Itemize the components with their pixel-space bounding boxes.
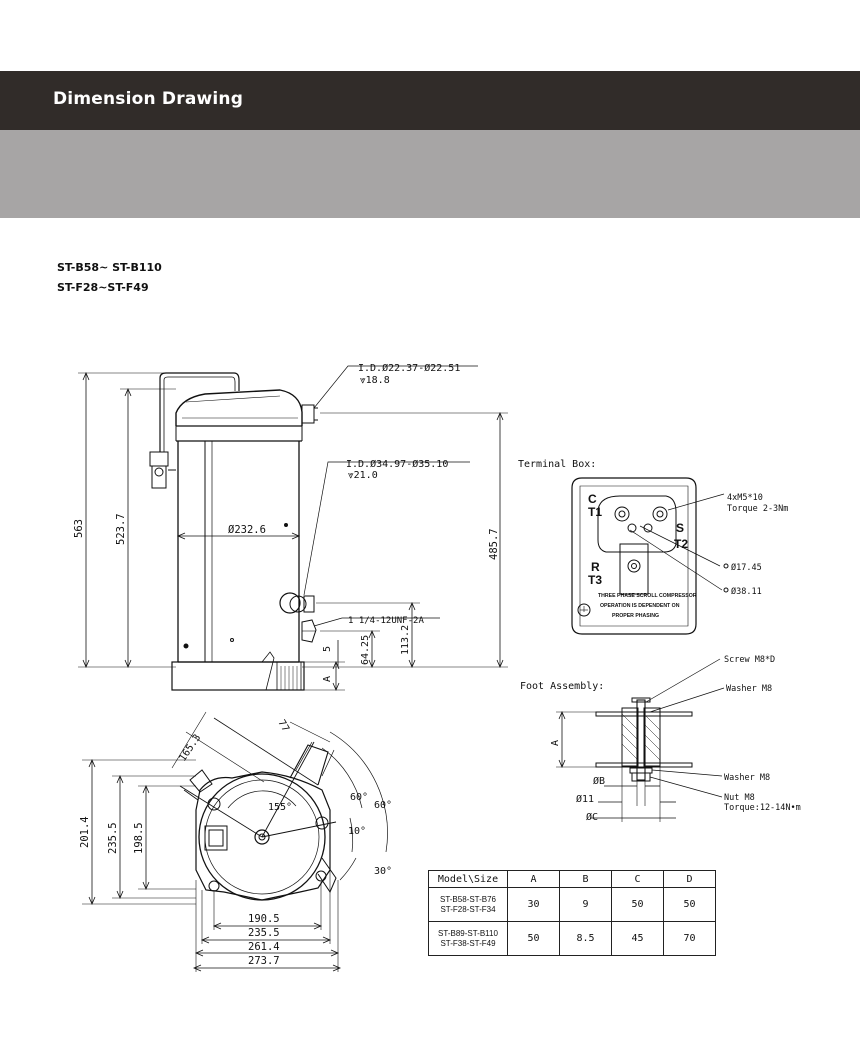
dim-563: 563 (73, 519, 85, 538)
table-cell-model: ST-B58-ST-B76 ST-F28-ST-F34 (428, 887, 508, 922)
terminal-label-t3: T3 (588, 573, 602, 587)
terminal-label-t1: T1 (588, 505, 602, 519)
table-cell-a: 50 (507, 921, 560, 956)
model-range-2: ST-F28~ST-F49 (57, 281, 149, 294)
foot-screw-label: Screw M8*D (724, 655, 775, 665)
dim-a-side: A (322, 676, 333, 682)
foot-assembly-title: Foot Assembly: (520, 681, 604, 692)
foot-nut-torque: Torque:12-14N•m (724, 803, 801, 813)
compressor-top-view (82, 711, 388, 972)
dim-165-3: 165.3 (177, 733, 203, 764)
table-header-d: D (663, 870, 716, 888)
model-name-line-1: ST-B89-ST-B110 (438, 928, 498, 938)
suction-id-label: I.D.Ø22.37-Ø22.51 (358, 362, 460, 374)
dim-523-7: 523.7 (115, 513, 127, 545)
table-cell-c: 45 (611, 921, 664, 956)
table-header-c: C (611, 870, 664, 888)
terminal-label-s: S (676, 521, 684, 535)
thread-label: 1 1/4-12UNF-2A (348, 616, 424, 626)
angle-30: 30° (374, 866, 392, 877)
model-range-1: ST-B58~ ST-B110 (57, 261, 162, 274)
table-header-model: Model\Size (428, 870, 508, 888)
table-header-a: A (507, 870, 560, 888)
dim-273-7: 273.7 (248, 955, 280, 967)
suction-depth-label: ⩔18.8 (360, 375, 390, 386)
angle-155: 155° (268, 802, 292, 813)
model-name-line-1: ST-B58-ST-B76 (439, 894, 497, 904)
dim-77: 77 (275, 718, 291, 734)
angle-60-outer: 60° (374, 800, 392, 811)
header-bar: Dimension Drawing (0, 71, 860, 130)
compressor-side-view (78, 365, 508, 692)
terminal-box-view (571, 477, 729, 635)
angle-60-inner: 60° (350, 792, 368, 803)
dim-64-25: 64.25 (360, 635, 371, 665)
terminal-note-1: THREE PHASE SCROLL COMPRESSOR (598, 593, 697, 599)
dim-485-7: 485.7 (488, 528, 500, 560)
discharge-depth-label: ⩔21.0 (348, 470, 378, 481)
foot-washer-top-label: Washer M8 (726, 684, 772, 694)
foot-dim-b: ØB (593, 775, 605, 787)
dim-235-5-vertical: 235.5 (107, 822, 119, 854)
table-cell-d: 50 (663, 887, 716, 922)
dim-diameter-232-6: Ø232.6 (228, 524, 266, 536)
table-cell-c: 50 (611, 887, 664, 922)
angle-10: 10° (348, 826, 366, 837)
dim-198-5: 198.5 (133, 822, 145, 854)
header-band (0, 130, 860, 218)
table-header-row: Model\Size A B C D (428, 870, 716, 888)
dim-5: 5 (322, 646, 333, 652)
foot-dim-c: ØC (586, 811, 598, 823)
foot-nut-label: Nut M8 (724, 793, 755, 803)
page-title: Dimension Drawing (53, 89, 244, 109)
foot-dim-11: Ø11 (576, 793, 594, 805)
discharge-id-label: I.D.Ø34.97-Ø35.10 (346, 458, 448, 470)
foot-dim-a: A (550, 740, 561, 746)
table-cell-model: ST-B89-ST-B110 ST-F38-ST-F49 (428, 921, 508, 956)
table-cell-a: 30 (507, 887, 560, 922)
foot-washer-bottom-label: Washer M8 (724, 773, 770, 783)
foot-assembly-view (556, 658, 725, 822)
size-table: Model\Size A B C D ST-B58-ST-B76 ST-F28-… (428, 870, 716, 956)
terminal-note-2: OPERATION IS DEPENDENT ON (600, 603, 680, 609)
terminal-screws: 4xM5*10 (727, 493, 763, 503)
table-cell-d: 70 (663, 921, 716, 956)
table-cell-b: 8.5 (559, 921, 612, 956)
model-name-line-2: ST-F38-ST-F49 (440, 938, 496, 948)
table-header-b: B (559, 870, 612, 888)
terminal-note-3: PROPER PHASING (612, 613, 659, 619)
dim-261-4: 261.4 (248, 941, 280, 953)
terminal-dia-17-45: Ø17.45 (731, 562, 762, 573)
terminal-label-r: R (591, 560, 600, 574)
terminal-label-t2: T2 (674, 537, 688, 551)
table-row: ST-B89-ST-B110 ST-F38-ST-F49 50 8.5 45 7… (428, 921, 716, 956)
terminal-box-title: Terminal Box: (518, 459, 596, 470)
dim-235-5-horizontal: 235.5 (248, 927, 280, 939)
table-row: ST-B58-ST-B76 ST-F28-ST-F34 30 9 50 50 (428, 887, 716, 922)
table-cell-b: 9 (559, 887, 612, 922)
dim-190-5: 190.5 (248, 913, 280, 925)
dim-113-2: 113.2 (400, 625, 411, 655)
terminal-torque: Torque 2-3Nm (727, 504, 788, 514)
dim-201-4: 201.4 (79, 816, 91, 848)
terminal-label-c: C (588, 492, 597, 506)
terminal-dia-38-11: Ø38.11 (731, 586, 762, 597)
model-name-line-2: ST-F28-ST-F34 (440, 904, 496, 914)
